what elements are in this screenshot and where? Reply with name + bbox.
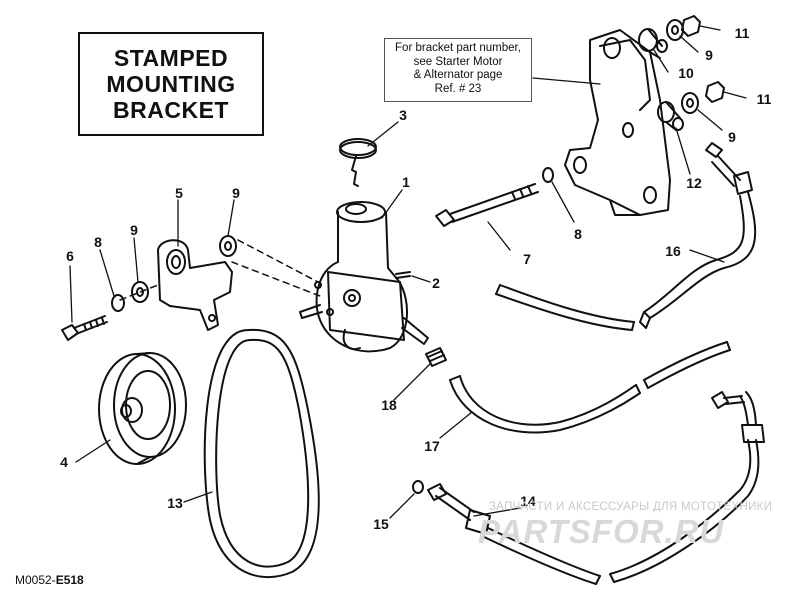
figure-id: M0052-E518: [15, 573, 84, 587]
hose-16: [495, 142, 757, 331]
fitting-18: [425, 347, 447, 367]
callout-4: 4: [60, 454, 68, 470]
pump-bracket: [157, 239, 233, 331]
stud: [395, 271, 411, 279]
pulley: [98, 352, 187, 465]
title-line-1: STAMPED: [113, 45, 229, 71]
callout-9-upper: 9: [232, 185, 240, 201]
callout-17: 17: [424, 438, 440, 454]
callout-8-right: 8: [574, 226, 582, 242]
callout-12: 12: [686, 175, 702, 191]
callout-9-mid: 9: [728, 129, 736, 145]
bracket-note-box: For bracket part number, see Starter Mot…: [384, 38, 532, 102]
washer-9-mid: [681, 92, 699, 114]
spacer-10: [638, 28, 668, 59]
figure-id-prefix: M0052-: [15, 573, 56, 587]
washer-upper: [219, 235, 237, 257]
note-line-2: see Starter Motor: [413, 55, 503, 68]
callout-16: 16: [665, 243, 681, 259]
callout-11-mid: 11: [756, 91, 772, 107]
assembly-lines: [119, 239, 321, 301]
watermark-text: ЗАПЧАСТИ И АКСЕССУАРЫ ДЛЯ МОТОТЕХНИКИ: [489, 501, 773, 513]
power-steering-pump: [299, 201, 429, 353]
callout-18: 18: [381, 397, 397, 413]
note-line-3: & Alternator page: [413, 69, 503, 81]
drive-belt: [203, 328, 320, 579]
title-line-3: BRACKET: [113, 97, 229, 123]
callout-11-top: 11: [734, 25, 750, 41]
callout-1: 1: [402, 174, 410, 190]
callout-10: 10: [678, 65, 694, 81]
note-line-1: For bracket part number,: [395, 42, 521, 54]
mounting-bracket: [564, 29, 671, 216]
o-ring: [412, 480, 424, 494]
hose-14: [427, 391, 765, 585]
bolt-7: [435, 183, 539, 227]
lockwasher-right: [542, 167, 554, 183]
title-line-2: MOUNTING: [106, 71, 236, 97]
spacer-12: [657, 101, 684, 131]
callout-5: 5: [175, 185, 183, 201]
lockwasher-left: [111, 294, 125, 312]
washer-left: [131, 281, 149, 303]
nut-11-mid: [705, 81, 725, 103]
callout-14: 14: [520, 493, 536, 509]
nut-11-top: [681, 15, 701, 37]
watermark-logo: PARTSFOR.RU: [478, 513, 725, 550]
note-line-4: Ref. # 23: [434, 82, 482, 95]
diagram-title-box: STAMPED MOUNTING BRACKET: [78, 32, 264, 136]
filler-cap: [339, 138, 377, 187]
callout-7: 7: [523, 251, 531, 267]
callout-15: 15: [373, 516, 389, 532]
callout-9-left: 9: [130, 222, 138, 238]
callout-2: 2: [432, 275, 440, 291]
callout-9-top: 9: [705, 47, 713, 63]
callout-13: 13: [167, 495, 183, 511]
callout-8-left: 8: [94, 234, 102, 250]
figure-id-suffix: E518: [55, 573, 84, 587]
callout-3: 3: [399, 107, 407, 123]
leader-lines: [69, 25, 747, 519]
callout-6: 6: [66, 248, 74, 264]
bolt-6: [61, 315, 108, 341]
hose-17: [449, 341, 731, 434]
